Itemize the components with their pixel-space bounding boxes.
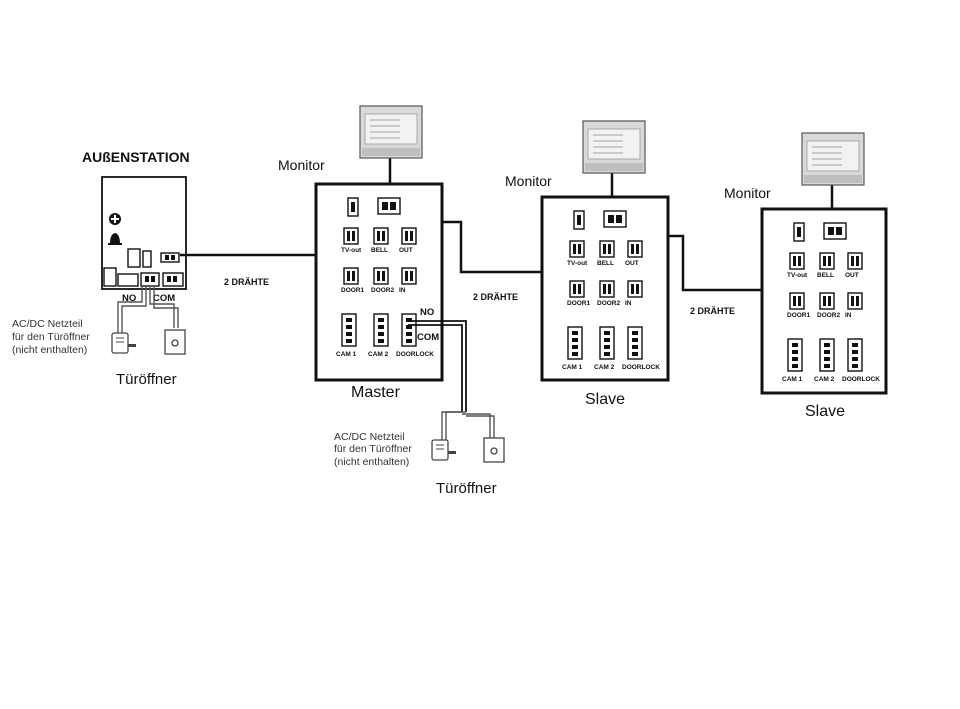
terminal-label: DOOR1	[567, 300, 591, 307]
connector-doorlock: DOORLOCK	[396, 313, 434, 358]
master-door-opener-label: Türöffner	[436, 480, 497, 497]
terminal-door1: DOOR1	[787, 292, 811, 319]
terminal-door2: DOOR2	[371, 267, 395, 294]
terminal-label: TV-out	[787, 272, 808, 279]
connector-label: CAM 1	[336, 351, 357, 358]
terminal-tv-out: TV-out	[787, 252, 808, 279]
monitor-role-label: Slave	[585, 391, 625, 408]
outdoor-station: AUßENSTATION NO COM	[82, 149, 190, 304]
terminal-label: IN	[399, 287, 406, 294]
outdoor-lock-wiring	[117, 286, 179, 334]
monitor-role-label: Master	[351, 384, 401, 401]
plus-icon	[109, 213, 121, 225]
terminal-label: DOOR2	[597, 300, 621, 307]
outdoor-power-note-2: für den Türöffner	[12, 331, 90, 343]
terminal-tv-out: TV-out	[567, 240, 588, 267]
terminal-label: DOOR1	[341, 287, 365, 294]
terminal-door1: DOOR1	[341, 267, 365, 294]
connector-cam-2: CAM 2	[368, 313, 389, 358]
connector-label: CAM 1	[562, 364, 583, 371]
connector-label: DOORLOCK	[622, 364, 660, 371]
power-supply-module-icon	[359, 105, 423, 159]
terminal-label: TV-out	[341, 247, 362, 254]
connector-label: CAM 2	[368, 351, 389, 358]
terminal-door1: DOOR1	[567, 280, 591, 307]
terminal-out: OUT	[625, 240, 643, 267]
door-opener-icon	[164, 329, 186, 355]
terminal-door2: DOOR2	[817, 292, 841, 319]
connector-cam-1: CAM 1	[336, 313, 357, 358]
terminal-door2: DOOR2	[597, 280, 621, 307]
wire-label-slave1-slave2: 2 DRÄHTE	[690, 306, 735, 316]
outdoor-terminal-com: COM	[153, 293, 175, 304]
power-adapter-icon	[111, 332, 136, 354]
terminal-in: IN	[625, 280, 643, 307]
terminal-label: IN	[625, 300, 632, 307]
connector-label: DOORLOCK	[396, 351, 434, 358]
aux-connector	[573, 210, 585, 230]
terminal-label: OUT	[399, 247, 413, 254]
master-power-note-1: AC/DC Netzteil	[334, 431, 405, 443]
connector-label: CAM 2	[814, 376, 835, 383]
monitor-role-label: Slave	[805, 403, 845, 420]
terminal-out: OUT	[845, 252, 863, 279]
connector-doorlock: DOORLOCK	[842, 338, 880, 383]
terminal-label: TV-out	[567, 260, 588, 267]
master-power-note-3: (nicht enthalten)	[334, 456, 409, 468]
connector-label: CAM 1	[782, 376, 803, 383]
monitor-caption: Monitor	[505, 173, 552, 189]
terminal-label: DOOR2	[817, 312, 841, 319]
terminal-label: OUT	[845, 272, 859, 279]
terminal-label: BELL	[817, 272, 834, 279]
terminal-in: IN	[399, 267, 417, 294]
outdoor-power-note-3: (nicht enthalten)	[12, 344, 87, 356]
aux-connector	[793, 222, 805, 242]
connector-doorlock: DOORLOCK	[622, 326, 660, 371]
terminal-in: IN	[845, 292, 863, 319]
master-door-opener-icon	[483, 437, 505, 463]
outdoor-station-title: AUßENSTATION	[82, 149, 190, 165]
terminal-bell: BELL	[817, 252, 835, 279]
master-lock-wiring	[408, 320, 495, 440]
terminal-bell: BELL	[597, 240, 615, 267]
wire-label-master-slave1: 2 DRÄHTE	[473, 292, 518, 302]
master-terminal-com: COM	[417, 332, 439, 343]
master-terminal-no: NO	[420, 307, 434, 318]
terminal-label: OUT	[625, 260, 639, 267]
power-supply-module-icon	[801, 132, 865, 186]
monitor-caption: Monitor	[724, 185, 771, 201]
outdoor-door-opener-label: Türöffner	[116, 371, 177, 388]
terminal-label: DOOR1	[787, 312, 811, 319]
connector-label: CAM 2	[594, 364, 615, 371]
terminal-label: BELL	[371, 247, 388, 254]
master-power-adapter-icon	[431, 439, 456, 461]
power-input-connector	[603, 210, 627, 228]
monitor-caption: Monitor	[278, 157, 325, 173]
wire-label-outdoor-master: 2 DRÄHTE	[224, 277, 269, 287]
connector-cam-2: CAM 2	[594, 326, 615, 371]
power-input-connector	[377, 197, 401, 215]
outdoor-terminal-no: NO	[122, 293, 136, 304]
connector-cam-1: CAM 1	[782, 338, 803, 383]
terminal-label: BELL	[597, 260, 614, 267]
connector-cam-1: CAM 1	[562, 326, 583, 371]
aux-connector	[347, 197, 359, 217]
outdoor-power-note-1: AC/DC Netzteil	[12, 318, 83, 330]
power-supply-module-icon	[582, 120, 646, 174]
connector-label: DOORLOCK	[842, 376, 880, 383]
power-input-connector	[823, 222, 847, 240]
terminal-bell: BELL	[371, 227, 389, 254]
connector-cam-2: CAM 2	[814, 338, 835, 383]
bell-icon	[108, 233, 122, 245]
master-power-note-2: für den Türöffner	[334, 443, 412, 455]
terminal-out: OUT	[399, 227, 417, 254]
terminal-label: IN	[845, 312, 852, 319]
terminal-tv-out: TV-out	[341, 227, 362, 254]
terminal-label: DOOR2	[371, 287, 395, 294]
